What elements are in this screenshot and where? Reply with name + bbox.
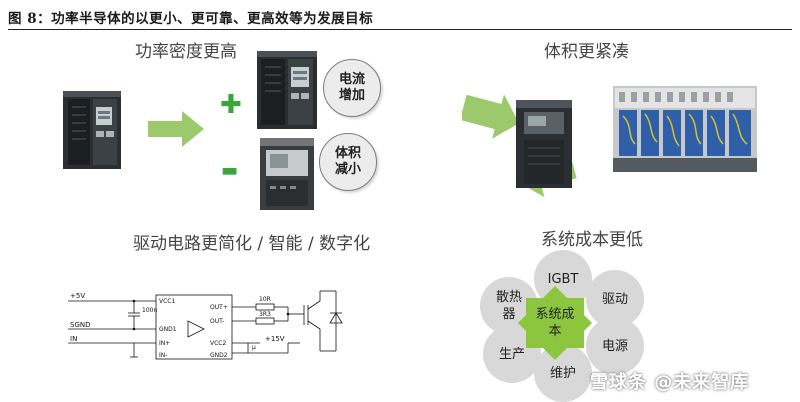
bubble-volume-reduce: 体积减小: [319, 133, 377, 191]
drive-module-image: [63, 91, 121, 169]
title-rule: [8, 29, 792, 30]
pin-vcc1: VCC1: [159, 298, 175, 305]
pin-gnd1: GND1: [159, 326, 177, 333]
right-arrow-icon: [148, 111, 204, 147]
pin-gnd2: GND2: [210, 352, 228, 359]
label-5v: +5V: [70, 292, 85, 300]
watermark: 雪球条 @未来智库: [590, 372, 750, 393]
minus-icon: ▬: [221, 160, 239, 181]
section-compact: 体积更紧凑: [544, 42, 629, 62]
resistor-3r3: 3R3: [259, 311, 271, 318]
pin-in-plus: IN+: [159, 340, 170, 347]
figure-title: 图 8：功率半导体的以更小、更可靠、更高效等为发展目标: [8, 11, 374, 27]
plus-icon: ✚: [220, 90, 242, 120]
section-driver: 驱动电路更简化 / 智能 / 数字化: [133, 234, 371, 254]
drive-module-compact-image: [260, 138, 314, 210]
section-power-density: 功率密度更高: [135, 42, 237, 62]
label-15v: +15V: [265, 335, 285, 343]
drive-module-large-image: [257, 51, 317, 129]
driver-circuit-schematic: +5V SGND IN VCC1 GND1 IN+ IN- OUT+ OUT- …: [68, 290, 343, 360]
label-sgnd: SGND: [70, 321, 91, 329]
cost-center-shape: [518, 286, 592, 360]
section-cost: 系统成本更低: [541, 230, 643, 250]
pin-vcc2: VCC2: [210, 340, 226, 347]
resistor-10r: 10R: [259, 296, 271, 303]
cost-center-label: 系统成本: [535, 307, 575, 339]
pin-out-plus: OUT+: [210, 304, 228, 311]
cost-node-maintenance: 维护: [534, 344, 592, 402]
label-mu: μ: [252, 344, 256, 351]
label-in: IN: [70, 335, 77, 343]
cap-100n: 100n: [142, 307, 157, 314]
cost-node-power: 电源: [586, 317, 644, 375]
compact-drive-image: [516, 100, 572, 188]
pin-in-minus: IN-: [159, 352, 167, 359]
bubble-current-increase: 电流增加: [323, 59, 381, 117]
cabinet-photo-image: [613, 86, 757, 172]
pin-out-minus: OUT-: [210, 318, 224, 325]
